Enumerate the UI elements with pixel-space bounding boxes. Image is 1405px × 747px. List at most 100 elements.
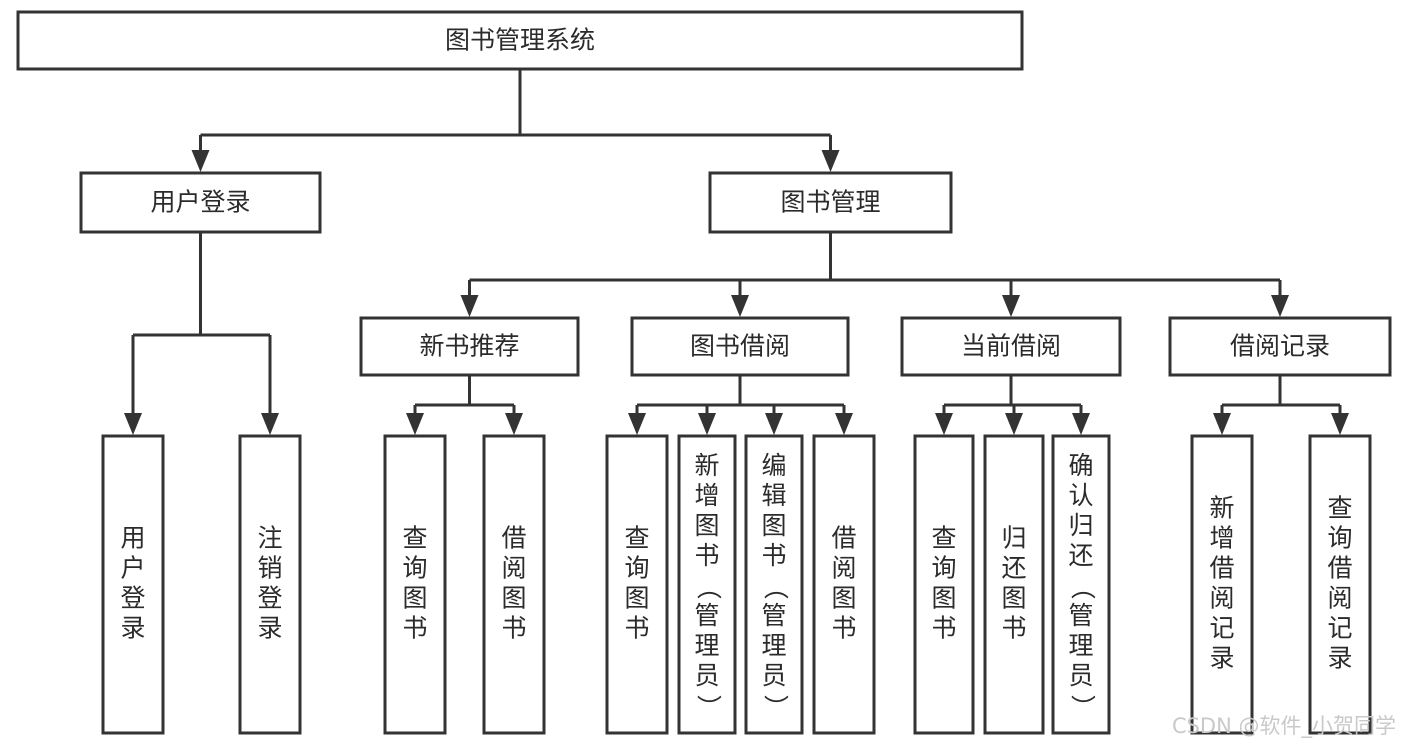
node-label-char: 还	[1001, 554, 1026, 583]
arrow-head-icon	[1005, 413, 1023, 435]
edge-current-group	[935, 375, 1090, 435]
node-box[interactable]	[1190, 434, 1254, 735]
node-borrow-record[interactable]: 借阅记录	[1168, 316, 1392, 377]
arrow-head-icon	[628, 413, 646, 435]
node-box[interactable]	[101, 434, 165, 735]
node-box[interactable]	[983, 434, 1045, 735]
node-label-char: ）	[1068, 694, 1097, 719]
arrow-head-icon	[821, 150, 840, 172]
arrow-head-icon	[731, 295, 749, 317]
node-label-char: 管	[694, 601, 719, 630]
node-box[interactable]	[1168, 316, 1392, 377]
node-book-borrow[interactable]: 图书借阅	[630, 316, 850, 377]
node-label-char: 阅	[831, 554, 856, 583]
node-label-char: 管	[761, 601, 786, 630]
node-label-char: 登	[120, 584, 145, 613]
node-layer: 图书管理系统用户登录图书管理新书推荐图书借阅当前借阅借阅记录用户登录注销登录查询…	[16, 10, 1392, 735]
node-label-char: 理	[694, 631, 719, 660]
node-label-char: 询	[402, 554, 427, 583]
node-label-char: 销	[257, 554, 282, 583]
node-label-char: 图	[831, 584, 856, 613]
node-box[interactable]	[79, 171, 322, 234]
node-label-char: 确	[1068, 451, 1093, 480]
connector-layer	[124, 69, 1349, 435]
node-box[interactable]	[812, 434, 876, 735]
edge-recommend-group	[406, 375, 523, 435]
node-label-char: 询	[931, 554, 956, 583]
node-current-borrow[interactable]: 当前借阅	[900, 316, 1122, 377]
node-label-char: 新	[694, 451, 719, 480]
node-label: 图书管理系统	[445, 26, 595, 55]
node-box[interactable]	[383, 434, 447, 735]
node-label: 图书借阅	[690, 332, 790, 361]
node-box[interactable]	[238, 434, 302, 735]
arrow-head-icon	[261, 413, 279, 435]
arrow-head-icon	[124, 413, 142, 435]
node-label-char: 理	[1068, 631, 1093, 660]
arrow-head-icon	[1331, 413, 1349, 435]
node-label-char: 查	[624, 524, 649, 553]
node-label-char: 阅	[1209, 584, 1234, 613]
node-book-manage[interactable]: 图书管理	[708, 171, 953, 234]
node-label-char: 图	[402, 584, 427, 613]
node-label-char: 书	[624, 614, 649, 643]
node-box[interactable]	[630, 316, 850, 377]
node-label: 借阅记录	[1230, 332, 1330, 361]
node-box[interactable]	[605, 434, 669, 735]
node-root[interactable]: 图书管理系统	[16, 10, 1024, 71]
arrow-head-icon	[1271, 295, 1289, 317]
node-label-char: 管	[1068, 601, 1093, 630]
node-label: 用户登录	[150, 188, 250, 217]
node-label-char: 户	[120, 554, 145, 583]
node-label-char: 注	[257, 524, 282, 553]
arrow-head-icon	[406, 413, 424, 435]
edge-book-manage-group	[460, 232, 1289, 317]
arrow-head-icon	[505, 413, 523, 435]
node-box[interactable]	[913, 434, 975, 735]
node-new-book-recommend[interactable]: 新书推荐	[359, 316, 580, 377]
node-label-char: 书	[694, 541, 719, 570]
node-box[interactable]	[677, 434, 737, 735]
node-label-char: 查	[402, 524, 427, 553]
node-label: 当前借阅	[961, 332, 1061, 361]
node-box[interactable]	[744, 434, 804, 735]
node-box[interactable]	[900, 316, 1122, 377]
node-box[interactable]	[359, 316, 580, 377]
node-label-char: 记	[1327, 614, 1352, 643]
node-box[interactable]	[1051, 434, 1111, 735]
node-label-char: 借	[1327, 554, 1352, 583]
node-box[interactable]	[482, 434, 546, 735]
arrow-head-icon	[191, 150, 210, 172]
node-label-char: 员	[694, 661, 719, 690]
arrow-head-icon	[698, 413, 716, 435]
node-box[interactable]	[16, 10, 1024, 71]
node-label-char: 录	[1209, 644, 1234, 673]
node-box[interactable]	[708, 171, 953, 234]
node-label-char: 理	[761, 631, 786, 660]
node-label-char: 图	[694, 511, 719, 540]
arrow-head-icon	[1002, 295, 1020, 317]
node-leaf-user-login[interactable]: 用户登录	[101, 434, 165, 735]
node-label-char: 员	[761, 661, 786, 690]
node-user-login[interactable]: 用户登录	[79, 171, 322, 234]
node-label-char: 图	[1001, 584, 1026, 613]
arrow-head-icon	[460, 295, 479, 317]
node-label-char: 借	[1209, 554, 1234, 583]
node-label-char: ）	[694, 694, 723, 719]
node-box[interactable]	[1308, 434, 1372, 735]
node-label-char: 登	[257, 584, 282, 613]
node-label-char: （	[694, 574, 723, 599]
